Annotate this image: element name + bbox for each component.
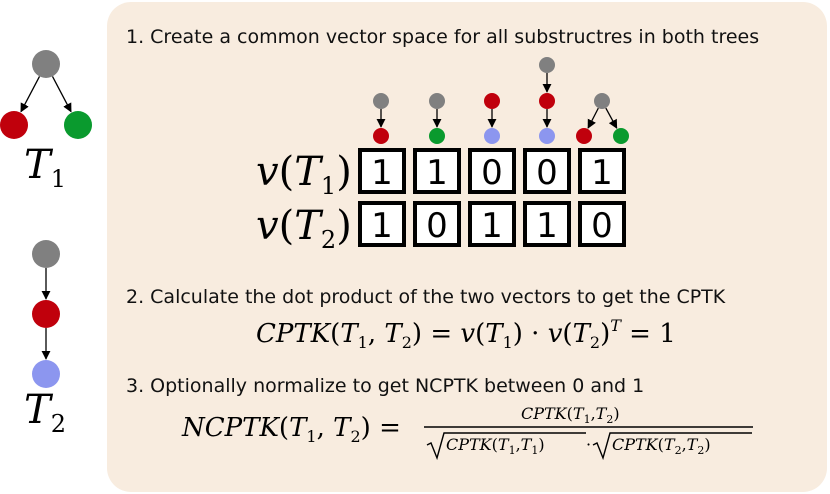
vector-1-cell-value: 0 [481,153,503,193]
cptk-formula: CPTK(T1, T2) = v(T1) · v(T2)T = 1 [256,316,676,352]
substructure-2 [429,93,445,144]
vector-1-cell-box [523,148,571,194]
vector-1-cell-box [358,148,406,194]
step-1-text: 1. Create a common vector space for all … [126,26,759,48]
vector-1-cell-value: 1 [426,153,448,193]
tree-t1-label: T1 [24,142,66,193]
vector-2-label: v(T2) [256,203,352,254]
substructure-3-node-blue [484,128,500,144]
substructure-4-node-blue [539,128,555,144]
substructure-5 [576,93,629,144]
tree-t1 [0,50,92,139]
vector-1-cell-value: 0 [536,153,558,193]
substructure-1-node-red [373,128,389,144]
substructure-4-node-red [539,93,555,109]
tree-t1-edge [20,76,41,113]
multiply-dot: · [586,435,591,454]
ncptk-lhs: NCPTK(T1, T2) = [181,413,401,446]
tree-t1-node-gray [32,50,60,78]
step-3-text: 3. Optionally normalize to get NCPTK bet… [126,375,644,397]
substructure-2-node-gray [429,93,445,109]
substructure-4-node-gray [539,57,555,73]
vector-2-cell-value: 1 [481,206,503,246]
vector-1-cell-value: 1 [591,153,613,193]
vector-2-cell-value: 1 [371,206,393,246]
tree-t2-node-gray [32,240,60,268]
vector-2-cell-value: 1 [536,206,558,246]
substructure-5-edge [605,107,618,129]
substructure-5-node-green [613,128,629,144]
tree-t2-node-red [32,300,60,328]
vector-1-label: v(T1) [256,149,352,200]
substructure-5-node-red [576,128,592,144]
tree-t1-node-red [0,111,28,139]
substructure-2-node-green [429,128,445,144]
substructure-4 [539,57,555,144]
vector-2-cell-box [523,201,571,247]
substructure-1-node-gray [373,93,389,109]
substructure-1 [373,93,389,144]
tree-t1-edge [51,76,72,113]
sqrt-symbol-2 [592,432,752,461]
substructure-5-node-gray [594,93,610,109]
vector-1-cell-box [413,148,461,194]
vector-2-cell-box [358,201,406,247]
substructure-3 [484,93,500,144]
vector-2-cell-box [413,201,461,247]
substructure-3-node-red [484,93,500,109]
vector-2-cell-box [468,201,516,247]
sqrt-symbol-1 [426,432,586,461]
vector-2-cell-value: 0 [426,206,448,246]
explanation-panel [107,2,827,492]
step-2-text: 2. Calculate the dot product of the two … [126,286,726,308]
substructure-row [373,57,629,144]
tree-t2-label: T2 [24,387,66,438]
vector-2-cell-box [578,201,626,247]
substructure-5-edge [587,107,599,129]
vector-1-cell-box [578,148,626,194]
vector-2-cell-value: 0 [591,206,613,246]
tree-t1-node-green [64,111,92,139]
ncptk-numerator: CPTK(T1,T2) [521,404,620,426]
tree-t2 [32,240,60,388]
sqrt-1-content: CPTK(T1,T1) [446,435,545,457]
vector-1-cell-box [468,148,516,194]
vector-1-cell-value: 1 [371,153,393,193]
sqrt-2-content: CPTK(T2,T2) [612,435,711,457]
tree-t2-node-blue [32,360,60,388]
ncptk-denominator: CPTK(T1,T1) · CPTK(T2,T2) [426,432,752,461]
